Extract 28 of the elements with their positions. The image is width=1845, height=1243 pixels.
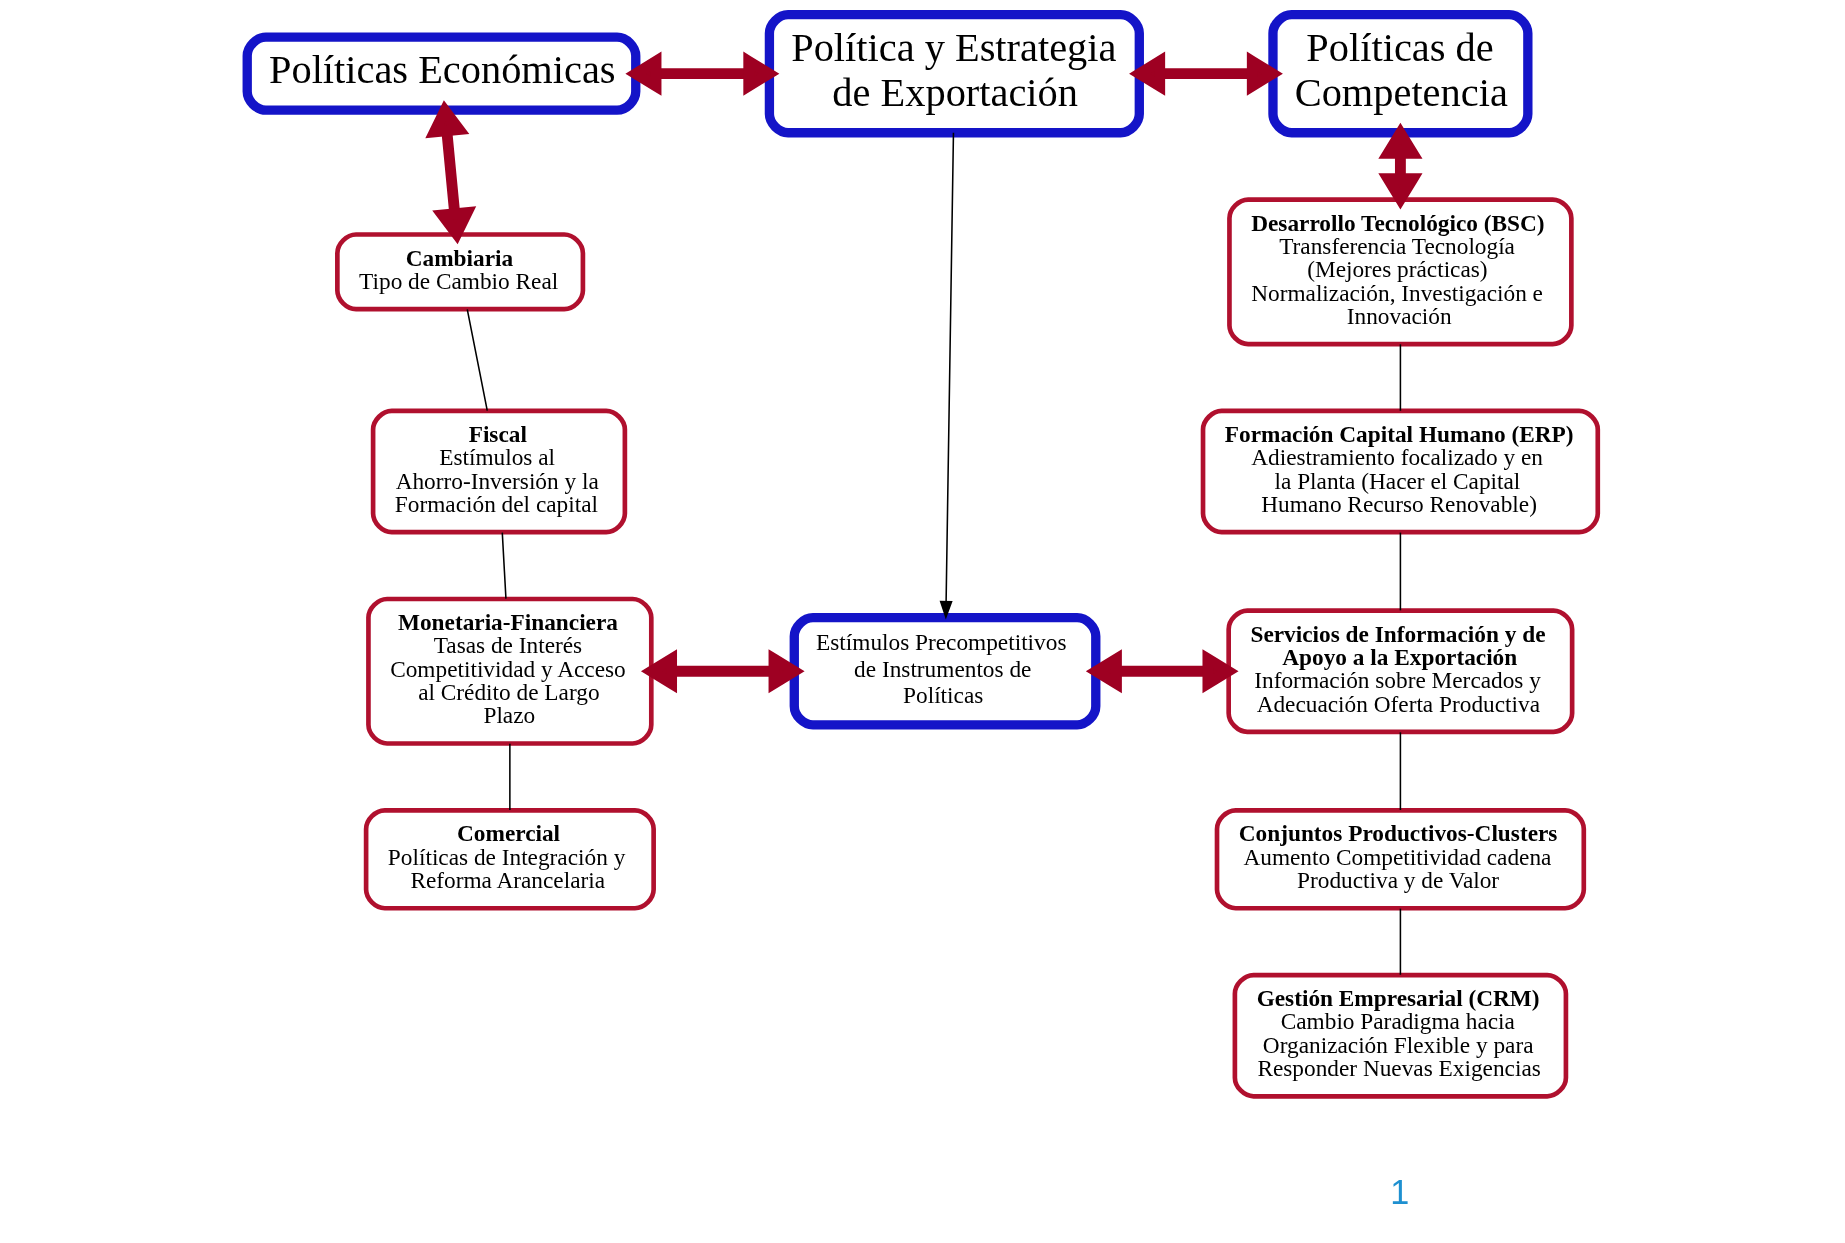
node-box: Fiscal Estímulos al Ahorro-Inversión y la Formación del capital: [370, 408, 628, 535]
node-box: Conjuntos Productivos-Clusters Aumento Competitividad cadena Productiva y de Valor: [1214, 808, 1587, 911]
connector: [1399, 731, 1402, 811]
connector: [466, 308, 489, 412]
connector: [501, 531, 507, 600]
arrow: [939, 131, 955, 620]
arrow: [425, 100, 477, 245]
node-box: Estímulos Precompetitivos de Instrumentos de Políticas: [789, 612, 1101, 730]
node-box: Cambiaria Tipo de Cambio Real: [335, 232, 586, 312]
arrow: [1378, 122, 1423, 210]
connector: [1399, 343, 1402, 412]
node-box: Políticas Económicas: [242, 32, 641, 115]
connector: [1399, 531, 1402, 612]
node-box: Formación Capital Humano (ERP) Adiestramiento focalizado y en la Planta (Hacer el Capital Humano Recurso Renovable): [1200, 408, 1601, 535]
node-box: Políticas de Competencia: [1268, 9, 1533, 138]
connector: [509, 743, 511, 811]
connector: [1399, 907, 1402, 976]
node-box: Desarrollo Tecnológico (BSC) Transferencia Tecnología (Mejores prácticas) Normalización, Investigación e Innovación: [1227, 197, 1574, 347]
node-box: Política y Estrategia de Exportación: [764, 9, 1144, 138]
node-box: Gestión Empresarial (CRM) Cambio Paradigma hacia Organización Flexible y para Responder Nuevas Exigencias: [1232, 972, 1569, 1099]
arrow: [1129, 51, 1283, 96]
arrow: [640, 649, 805, 694]
arrow: [1085, 649, 1239, 694]
node-box: Servicios de Información y de Apoyo a la Exportación Información sobre Mercados y Adecuación Oferta Productiva: [1226, 608, 1575, 735]
arrow: [625, 51, 780, 96]
node-box: Comercial Políticas de Integración y Reforma Arancelaria: [363, 808, 656, 911]
node-box: Monetaria-Financiera Tasas de Interés Competitividad y Acceso al Crédito de Largo Plazo: [366, 596, 654, 746]
label: 1: [1390, 1173, 1410, 1212]
